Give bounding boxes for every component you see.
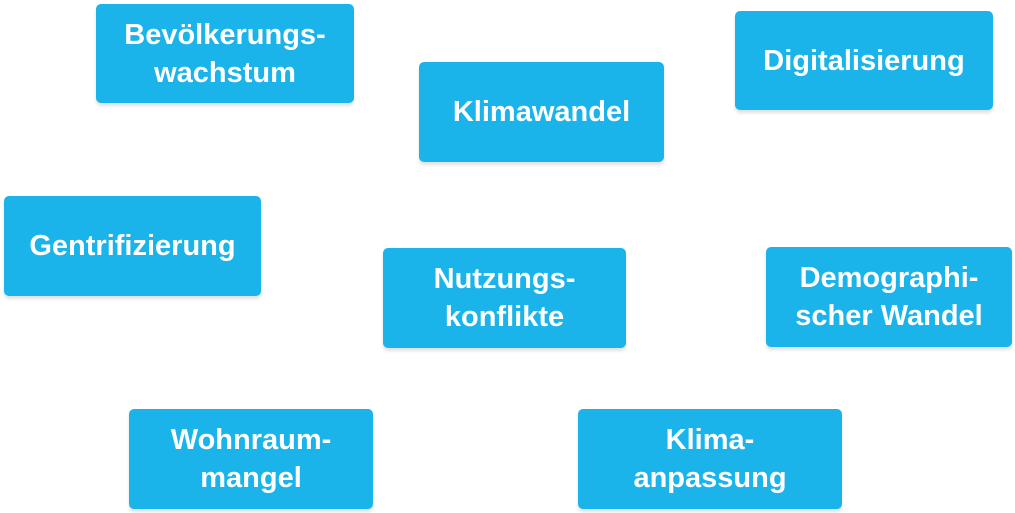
node-gentrifizierung: Gentrifizierung — [4, 196, 261, 296]
node-wohnraummangel: Wohnraum- mangel — [129, 409, 373, 509]
node-demographischer-wandel: Demographi- scher Wandel — [766, 247, 1012, 347]
node-bevoelkerungswachstum: Bevölkerungs- wachstum — [96, 4, 354, 103]
node-klimaanpassung: Klima- anpassung — [578, 409, 842, 509]
node-klimawandel: Klimawandel — [419, 62, 664, 162]
node-digitalisierung: Digitalisierung — [735, 11, 993, 110]
node-nutzungskonflikte: Nutzungs- konflikte — [383, 248, 626, 348]
